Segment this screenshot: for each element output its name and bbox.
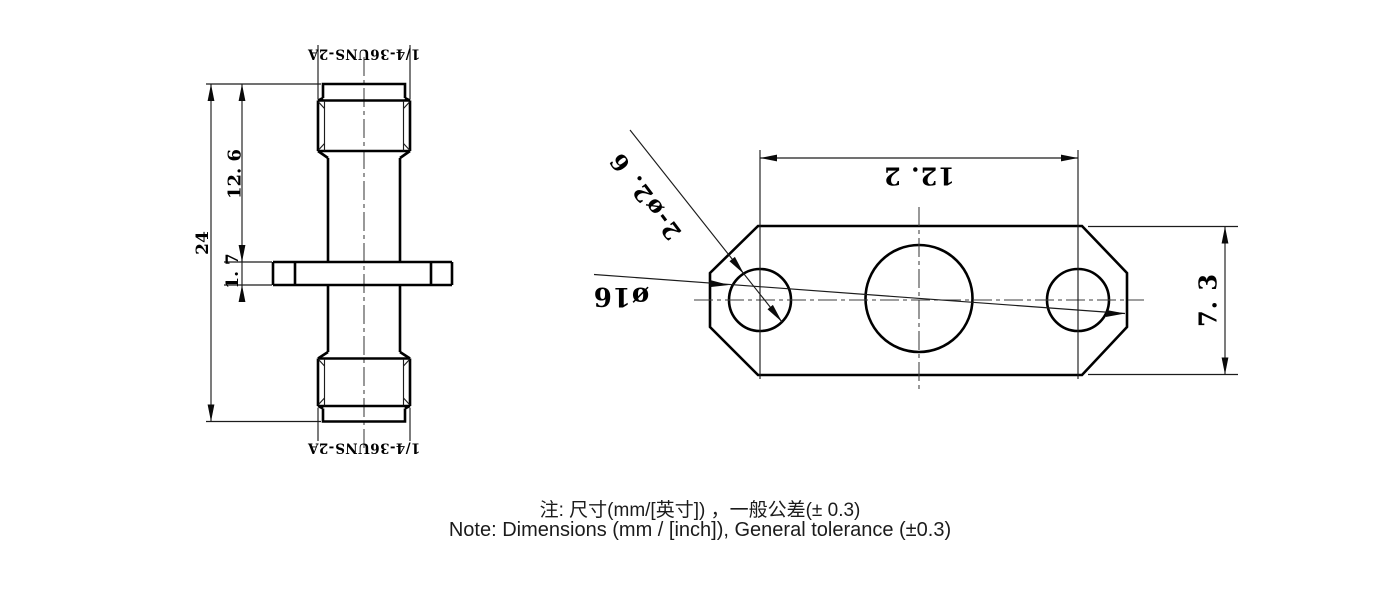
dim-upper-length: 12. 6 xyxy=(224,149,245,199)
dim-overall-length: 24 xyxy=(193,231,213,255)
right-view-flange-face: 12. 2 7. 3 2-ø2. 6 ø16 xyxy=(593,129,1238,391)
thread-spec-label-top: 1/4-36UNS-2A xyxy=(308,45,421,61)
dim-flange-width-lines xyxy=(1088,225,1238,376)
left-view-side-elevation: 1/4-36UNS-2A 1/4-36UNS-2A 24 12. 6 1. 7 xyxy=(193,45,454,455)
dim-hole-spacing-lines xyxy=(760,154,1078,162)
dim-hole-spacing: 12. 2 xyxy=(883,162,955,191)
thread-spec-label-bottom: 1/4-36UNS-2A xyxy=(308,439,421,455)
leader-mounting-holes xyxy=(629,129,783,323)
connector-outline xyxy=(271,82,454,423)
dim-body-diameter: ø16 xyxy=(593,281,650,311)
left-view-dimensions xyxy=(206,45,411,441)
dim-flange-width: 7. 3 xyxy=(1193,273,1222,327)
leader-body-diameter xyxy=(593,273,1126,317)
note-line-chinese: 注: 尺寸(mm/[英寸]) ，一般公差(± 0.3) xyxy=(539,500,861,521)
dim-flange-thickness: 1. 7 xyxy=(223,253,243,289)
note-line-english: Note: Dimensions (mm / [inch]), General … xyxy=(448,519,952,541)
flange-outline xyxy=(708,224,1129,377)
dim-mounting-holes: 2-ø2. 6 xyxy=(604,146,688,244)
